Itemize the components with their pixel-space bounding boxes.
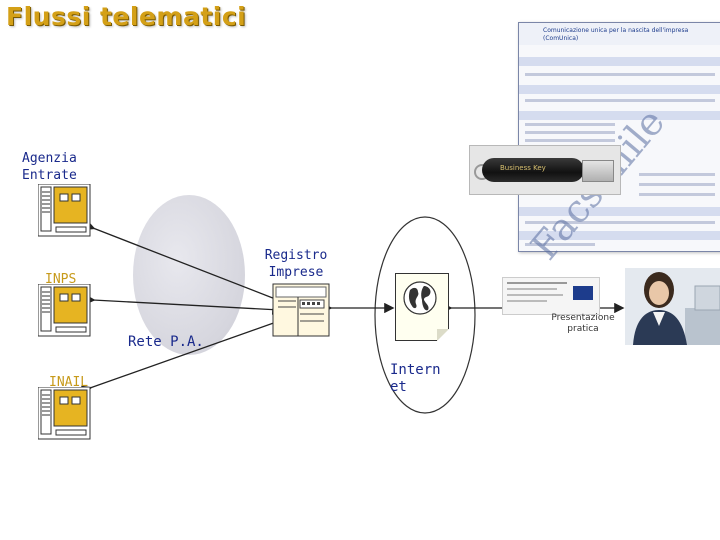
internet-ellipse bbox=[374, 216, 476, 414]
user-photo bbox=[625, 268, 720, 345]
internet-label: Internet bbox=[390, 362, 441, 395]
arrow-inail-registro bbox=[80, 317, 285, 396]
arrow-inps-registro bbox=[84, 294, 283, 315]
registro-imprese-label: Registro Imprese bbox=[264, 248, 328, 280]
inps-label: INPS bbox=[45, 272, 77, 287]
form-document: Comunicazione unica per la nascita dell'… bbox=[518, 22, 720, 252]
page-title: Flussi telematici bbox=[6, 2, 247, 31]
agenzia-server-icon bbox=[38, 184, 91, 237]
form-header: Comunicazione unica per la nascita dell'… bbox=[543, 27, 689, 42]
internet-globe-document bbox=[395, 273, 449, 341]
presentation-caption: Presentazione pratica bbox=[551, 313, 615, 334]
presentation-screenshot bbox=[502, 277, 600, 315]
arrow-agenzia-registro bbox=[83, 220, 286, 305]
globe-icon bbox=[403, 281, 437, 315]
inail-label: INAIL bbox=[49, 375, 89, 390]
registro-document-icon bbox=[272, 283, 330, 337]
inps-server-icon bbox=[38, 284, 91, 337]
inail-server-icon bbox=[38, 387, 91, 440]
rete-pa-label: Rete P.A. bbox=[128, 334, 204, 350]
usb-key-label: Business Key bbox=[500, 164, 546, 172]
agenzia-entrate-label: Agenzia Entrate bbox=[22, 151, 77, 183]
usb-key-image: Business Key bbox=[469, 145, 621, 195]
